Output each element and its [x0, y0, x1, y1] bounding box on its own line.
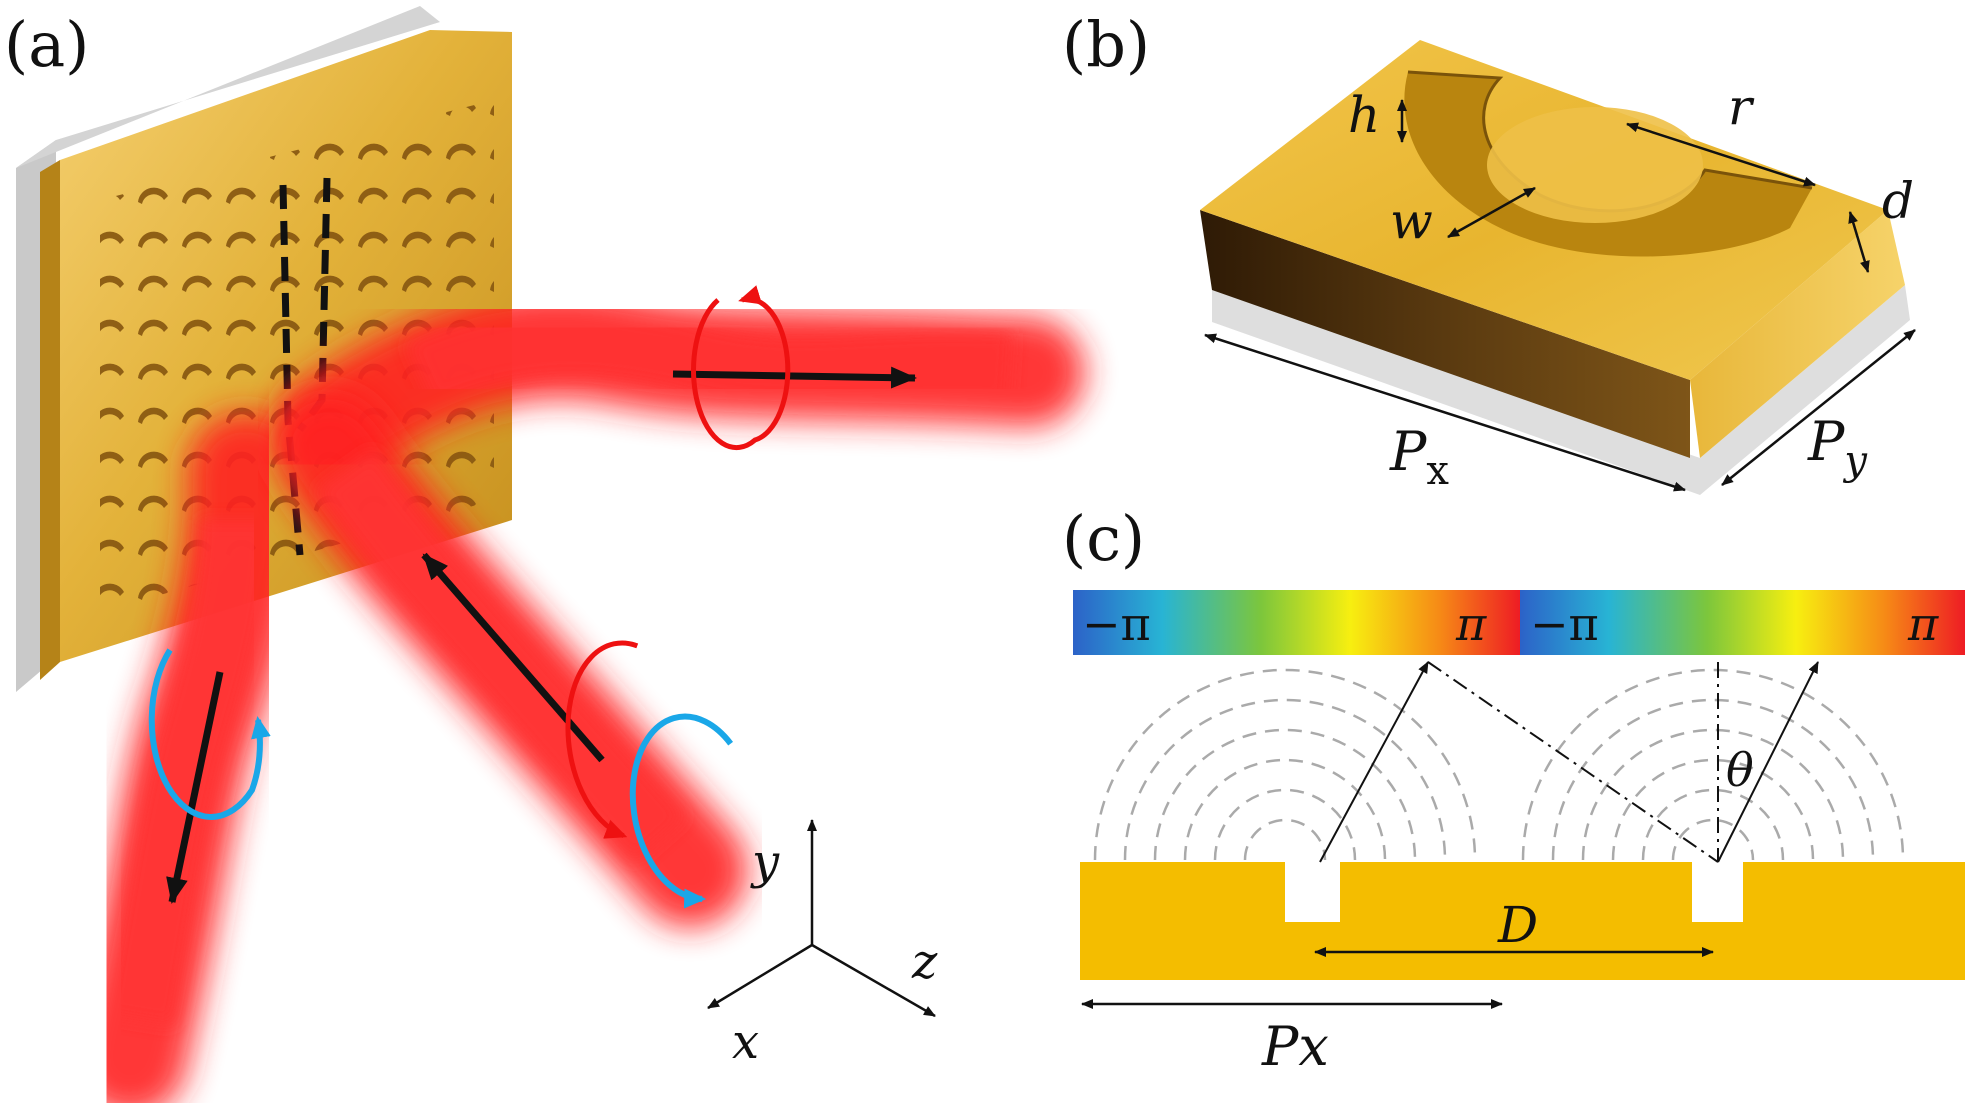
phase-label-minus-pi-2: −π	[1530, 597, 1599, 651]
reflected-beam-right	[275, 285, 1085, 485]
reflected-red-circular-arrow	[691, 285, 791, 451]
y-axis-label: y	[750, 834, 780, 890]
wavefront-dashdot-line	[1427, 661, 1719, 863]
ray-left	[1319, 661, 1429, 863]
coordinate-axes: y x z	[707, 819, 938, 1070]
panel-c: (c) −π π −π π θ	[1062, 502, 1965, 1078]
panel-c-label: (c)	[1062, 502, 1145, 575]
diffracted-blue-circular-arrow	[148, 648, 271, 820]
py-dimension-arrow	[1721, 329, 1916, 486]
x-axis-label: x	[732, 1014, 759, 1070]
phase-label-pi-2: π	[1907, 597, 1939, 651]
w-label: w	[1390, 192, 1433, 250]
panel-b: (b) h r w d Px	[1062, 8, 1916, 495]
h-label: h	[1348, 86, 1380, 144]
w-dimension-arrow	[1447, 186, 1536, 239]
panel-b-label: (b)	[1062, 8, 1150, 81]
phase-bar-left	[1073, 590, 1520, 655]
x-axis	[707, 943, 813, 1010]
incident-direction-arrow	[421, 552, 605, 763]
px-label: Px	[1389, 420, 1449, 494]
phase-label-pi-1: π	[1455, 597, 1487, 651]
unit-cell	[1200, 40, 1910, 495]
d-label: d	[1882, 172, 1914, 230]
plate-gold-side	[40, 160, 60, 680]
plate-substrate-top	[16, 6, 440, 168]
diffracted-beam-down	[72, 412, 304, 1103]
incident-blue-circular-arrow	[629, 713, 734, 909]
unit-cell-dimensions: h r w d Px Py	[1204, 78, 1916, 494]
phase-bar-right	[1520, 590, 1965, 655]
phase-label-minus-pi-1: −π	[1082, 597, 1151, 651]
r-dimension-arrow	[1626, 122, 1816, 187]
d-dimension-arrow	[1848, 211, 1870, 273]
r-label: r	[1728, 78, 1755, 136]
ray-right	[1717, 661, 1819, 863]
theta-label: θ	[1726, 743, 1754, 797]
Px-label: Px	[1261, 1015, 1329, 1078]
px-dimension-arrow	[1204, 333, 1686, 492]
crescent-inner-disk	[1487, 107, 1703, 223]
py-label: Py	[1807, 410, 1868, 484]
panel-a-label: (a)	[4, 8, 89, 81]
z-axis-label: z	[911, 934, 938, 990]
z-axis	[811, 943, 936, 1018]
wavefront-left	[1093, 668, 1477, 861]
reflected-direction-arrow	[672, 366, 917, 389]
metasurface-cross-section	[1080, 862, 1965, 980]
D-label: D	[1497, 896, 1538, 954]
incident-red-circular-arrow	[565, 640, 639, 839]
diffracted-direction-arrow	[166, 671, 224, 904]
wavefront-right	[1521, 668, 1905, 861]
panel-a: (a)	[4, 6, 1085, 1103]
incident-beam	[272, 392, 748, 928]
